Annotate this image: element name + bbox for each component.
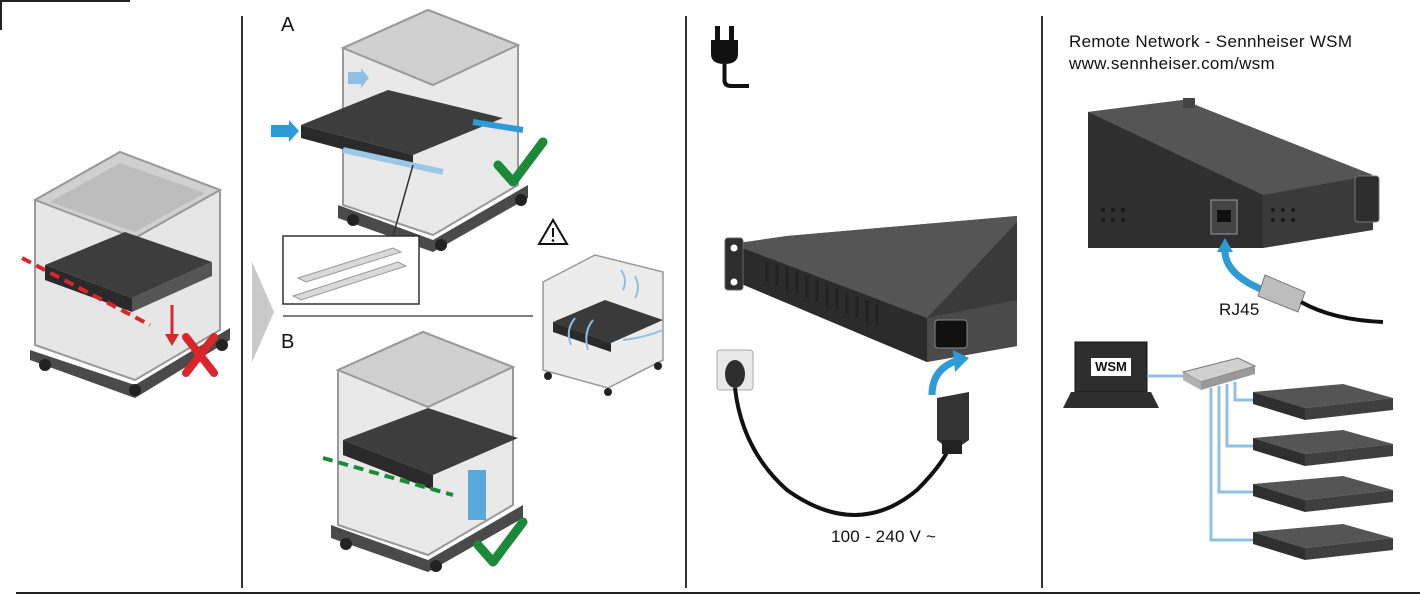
panel-incorrect-mounting xyxy=(0,0,274,597)
warning-triangle-icon xyxy=(537,218,569,245)
panel-remote-network: Remote Network - Sennheiser WSM www.senn… xyxy=(1043,0,1420,597)
network-url: www.sennheiser.com/wsm xyxy=(1069,54,1275,73)
power-device-illustration xyxy=(716,216,1017,517)
top-border-left xyxy=(0,0,130,2)
voltage-label: 100 - 240 V ~ xyxy=(831,527,937,546)
laptop-screen-label: WSM xyxy=(1091,358,1131,376)
network-device-illustration xyxy=(1063,98,1393,560)
divider-1 xyxy=(241,16,243,588)
check-a-icon xyxy=(493,137,548,187)
check-b-icon xyxy=(473,517,528,567)
panel-correct-mounting: A B xyxy=(243,0,685,597)
panel-power-connection: 100 - 240 V ~ xyxy=(687,0,1041,597)
bottom-border xyxy=(16,592,1420,594)
rj45-label: RJ45 xyxy=(1219,300,1260,319)
divider-2 xyxy=(685,16,687,588)
label-b: B xyxy=(281,331,295,353)
red-cross-icon xyxy=(182,333,218,377)
cabinet-a-illustration xyxy=(271,8,664,572)
power-plug-icon xyxy=(711,26,749,88)
divider-3 xyxy=(1041,16,1043,588)
left-border xyxy=(0,0,2,30)
chevron-right-icon xyxy=(252,262,274,362)
cabinet-wrong-illustration xyxy=(21,150,230,398)
label-a: A xyxy=(281,14,295,36)
network-heading: Remote Network - Sennheiser WSM xyxy=(1069,32,1353,51)
